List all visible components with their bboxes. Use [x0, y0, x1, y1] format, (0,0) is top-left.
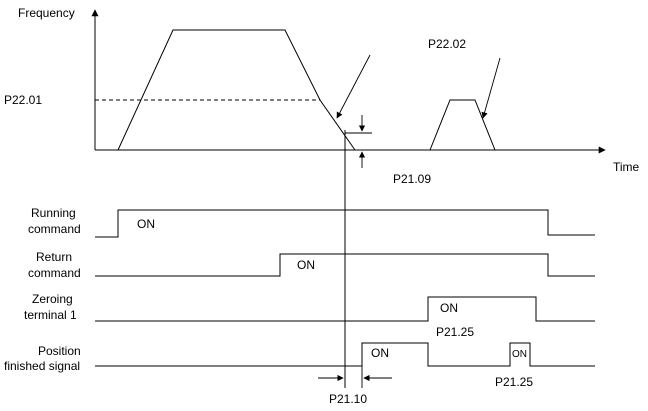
- running-command-signal: [95, 209, 595, 238]
- return-command-on-label: ON: [297, 258, 315, 272]
- frequency-curve-main: [117, 29, 356, 151]
- position-finished-label-2: finished signal: [4, 359, 80, 373]
- p21-10-label: P21.10: [329, 392, 367, 406]
- p21-25-label-a: P21.25: [436, 325, 474, 339]
- running-command-label-2: command: [28, 222, 81, 236]
- x-axis-label: Time: [613, 160, 640, 174]
- deceleration-arrow: [336, 54, 371, 119]
- return-command-signal: [95, 253, 595, 277]
- position-finished-on-label-1: ON: [371, 346, 389, 360]
- position-finished-signal: [95, 342, 595, 367]
- position-finished-label-1: Position: [38, 344, 81, 358]
- zeroing-terminal-signal: [95, 296, 595, 322]
- p22-02-arrow: [481, 57, 501, 119]
- running-command-label-1: Running: [31, 206, 76, 220]
- p22-01-label: P22.01: [4, 93, 42, 107]
- p21-25-label-b: P21.25: [495, 375, 533, 389]
- y-axis-label: Frequency: [18, 6, 75, 20]
- zeroing-terminal-on-label: ON: [440, 301, 458, 315]
- return-command-label-2: command: [28, 266, 81, 280]
- frequency-curve-return: [429, 99, 496, 151]
- p21-09-label: P21.09: [393, 172, 431, 186]
- running-command-on-label: ON: [137, 217, 155, 231]
- zeroing-terminal-label-1: Zeroing: [32, 292, 73, 306]
- return-command-label-1: Return: [36, 250, 72, 264]
- zeroing-terminal-label-2: terminal 1: [24, 308, 77, 322]
- position-finished-on-label-2: ON: [512, 349, 527, 360]
- p22-02-label: P22.02: [428, 37, 466, 51]
